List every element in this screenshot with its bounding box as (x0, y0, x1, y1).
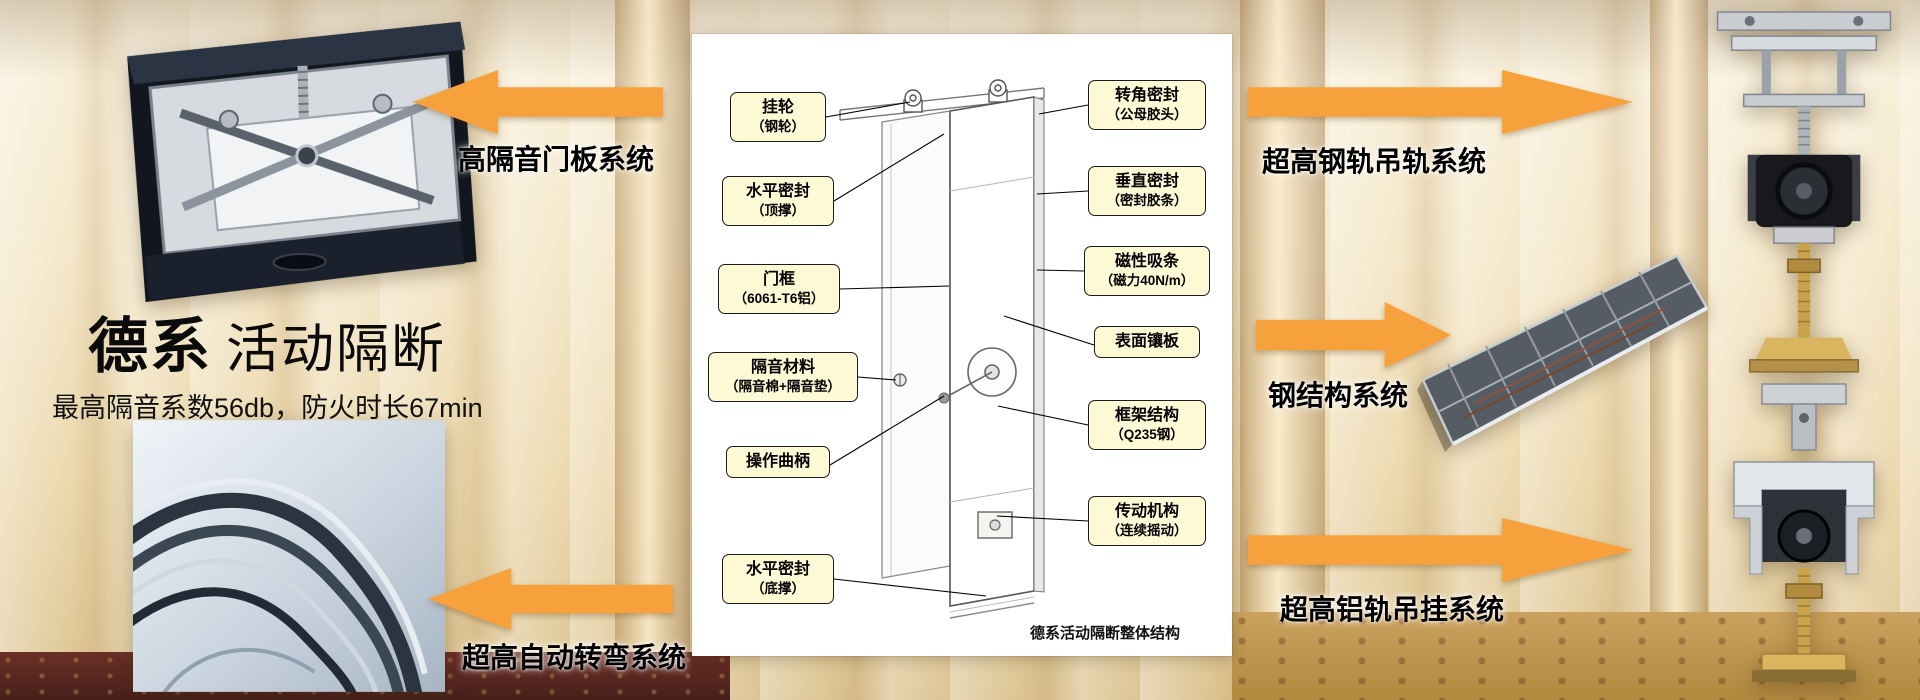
callout-title: 传动机构 (1114, 503, 1179, 520)
product-name: 活动隔断 (226, 320, 446, 379)
arrow-right-icon (1248, 70, 1633, 134)
callout-sub: （磁力40N/m） (1099, 273, 1195, 288)
arrow-auto-turn-system (428, 568, 673, 630)
system-label-door-panel: 高隔音门板系统 (458, 144, 655, 175)
arrow-door-panel-system (413, 70, 663, 134)
callout-sub: （顶撑） (751, 203, 805, 218)
aluminum-profiles-image (133, 420, 445, 692)
callout-title: 水平密封 (745, 183, 810, 200)
steel-structure-image (1417, 254, 1709, 452)
system-label-steel-structure: 钢结构系统 (1268, 380, 1409, 411)
photo-aluminum-profiles (133, 420, 445, 692)
photo-steel-structure (1415, 228, 1715, 468)
arrow-alu-rail-system (1248, 518, 1633, 582)
callout-sub: （密封胶条） (1106, 193, 1188, 208)
door-top-mechanism-image (127, 21, 477, 303)
page-title: 德系活动隔断 (88, 298, 446, 385)
callout-sub: （6061-T6铝） (733, 291, 825, 306)
callout-horizontal-seal-top: 水平密封 （顶撑） (722, 176, 834, 226)
diagram-caption: 德系活动隔断整体结构 (1030, 625, 1181, 642)
callout-title: 框架结构 (1114, 407, 1179, 424)
callout-title: 操作曲柄 (745, 453, 810, 470)
system-label-auto-turn: 超高自动转弯系统 (462, 642, 687, 673)
system-label-steel-rail: 超高钢轨吊轨系统 (1262, 146, 1487, 177)
callout-sub: （公母胶头） (1106, 107, 1188, 122)
leader-lines (825, 101, 1095, 597)
photo-steel-rail-hanger (1702, 6, 1906, 398)
callout-title: 垂直密封 (1114, 173, 1179, 190)
callout-title: 磁性吸条 (1114, 253, 1179, 270)
callout-title: 表面镶板 (1114, 333, 1179, 350)
photo-door-top-mechanism (108, 9, 488, 315)
arrow-steel-structure-system (1256, 302, 1451, 368)
callout-title: 水平密封 (745, 561, 810, 578)
arrow-left-icon (428, 568, 673, 630)
callout-title: 转角密封 (1114, 87, 1179, 104)
arrow-steel-rail-system (1248, 70, 1633, 134)
callout-sub: （钢轮） (751, 119, 805, 134)
callout-magnetic-strip: 磁性吸条 （磁力40N/m） (1084, 246, 1210, 296)
callout-horizontal-seal-bottom: 水平密封 （底撑） (722, 554, 834, 604)
callout-title: 挂轮 (761, 99, 794, 116)
arrow-right-icon (1248, 518, 1633, 582)
partition-drawing (825, 79, 1095, 619)
steel-rail-hanger-image (1716, 11, 1892, 373)
callout-sound-insulation: 隔音材料 （隔音棉+隔音垫） (708, 352, 858, 402)
callout-vertical-seal: 垂直密封 （密封胶条） (1088, 166, 1206, 216)
gold-pillar (1650, 0, 1708, 700)
structure-diagram-panel: 挂轮 （钢轮） 水平密封 （顶撑） 门框 （6061-T6铝） 隔音材料 （隔音… (692, 34, 1232, 656)
callout-title: 门框 (762, 271, 795, 288)
callout-door-frame: 门框 （6061-T6铝） (718, 264, 840, 314)
callout-corner-seal: 转角密封 （公母胶头） (1088, 80, 1206, 130)
callout-sub: （隔音棉+隔音垫） (725, 379, 841, 394)
callout-hanging-wheel: 挂轮 （钢轮） (730, 92, 826, 142)
alu-rail-hanger-image (1733, 383, 1875, 682)
callout-title: 隔音材料 (750, 359, 815, 376)
system-label-alu-rail: 超高铝轨吊挂系统 (1280, 594, 1505, 625)
photo-alu-rail-hanger (1702, 378, 1906, 696)
arrow-right-icon (1256, 302, 1451, 368)
callout-operating-crank: 操作曲柄 (726, 446, 830, 478)
callout-frame-structure: 框架结构 （Q235钢） (1088, 400, 1206, 450)
brand-name: 德系 (88, 313, 212, 380)
arrow-left-icon (413, 70, 663, 134)
callout-sub: （底撑） (751, 581, 805, 596)
callout-drive-mechanism: 传动机构 （连续摇动） (1088, 496, 1206, 546)
callout-surface-panel: 表面镶板 (1094, 326, 1200, 358)
callout-sub: （Q235钢） (1110, 427, 1184, 442)
product-subtitle: 最高隔音系数56db，防火时长67min (52, 393, 483, 423)
callout-sub: （连续摇动） (1106, 523, 1188, 538)
